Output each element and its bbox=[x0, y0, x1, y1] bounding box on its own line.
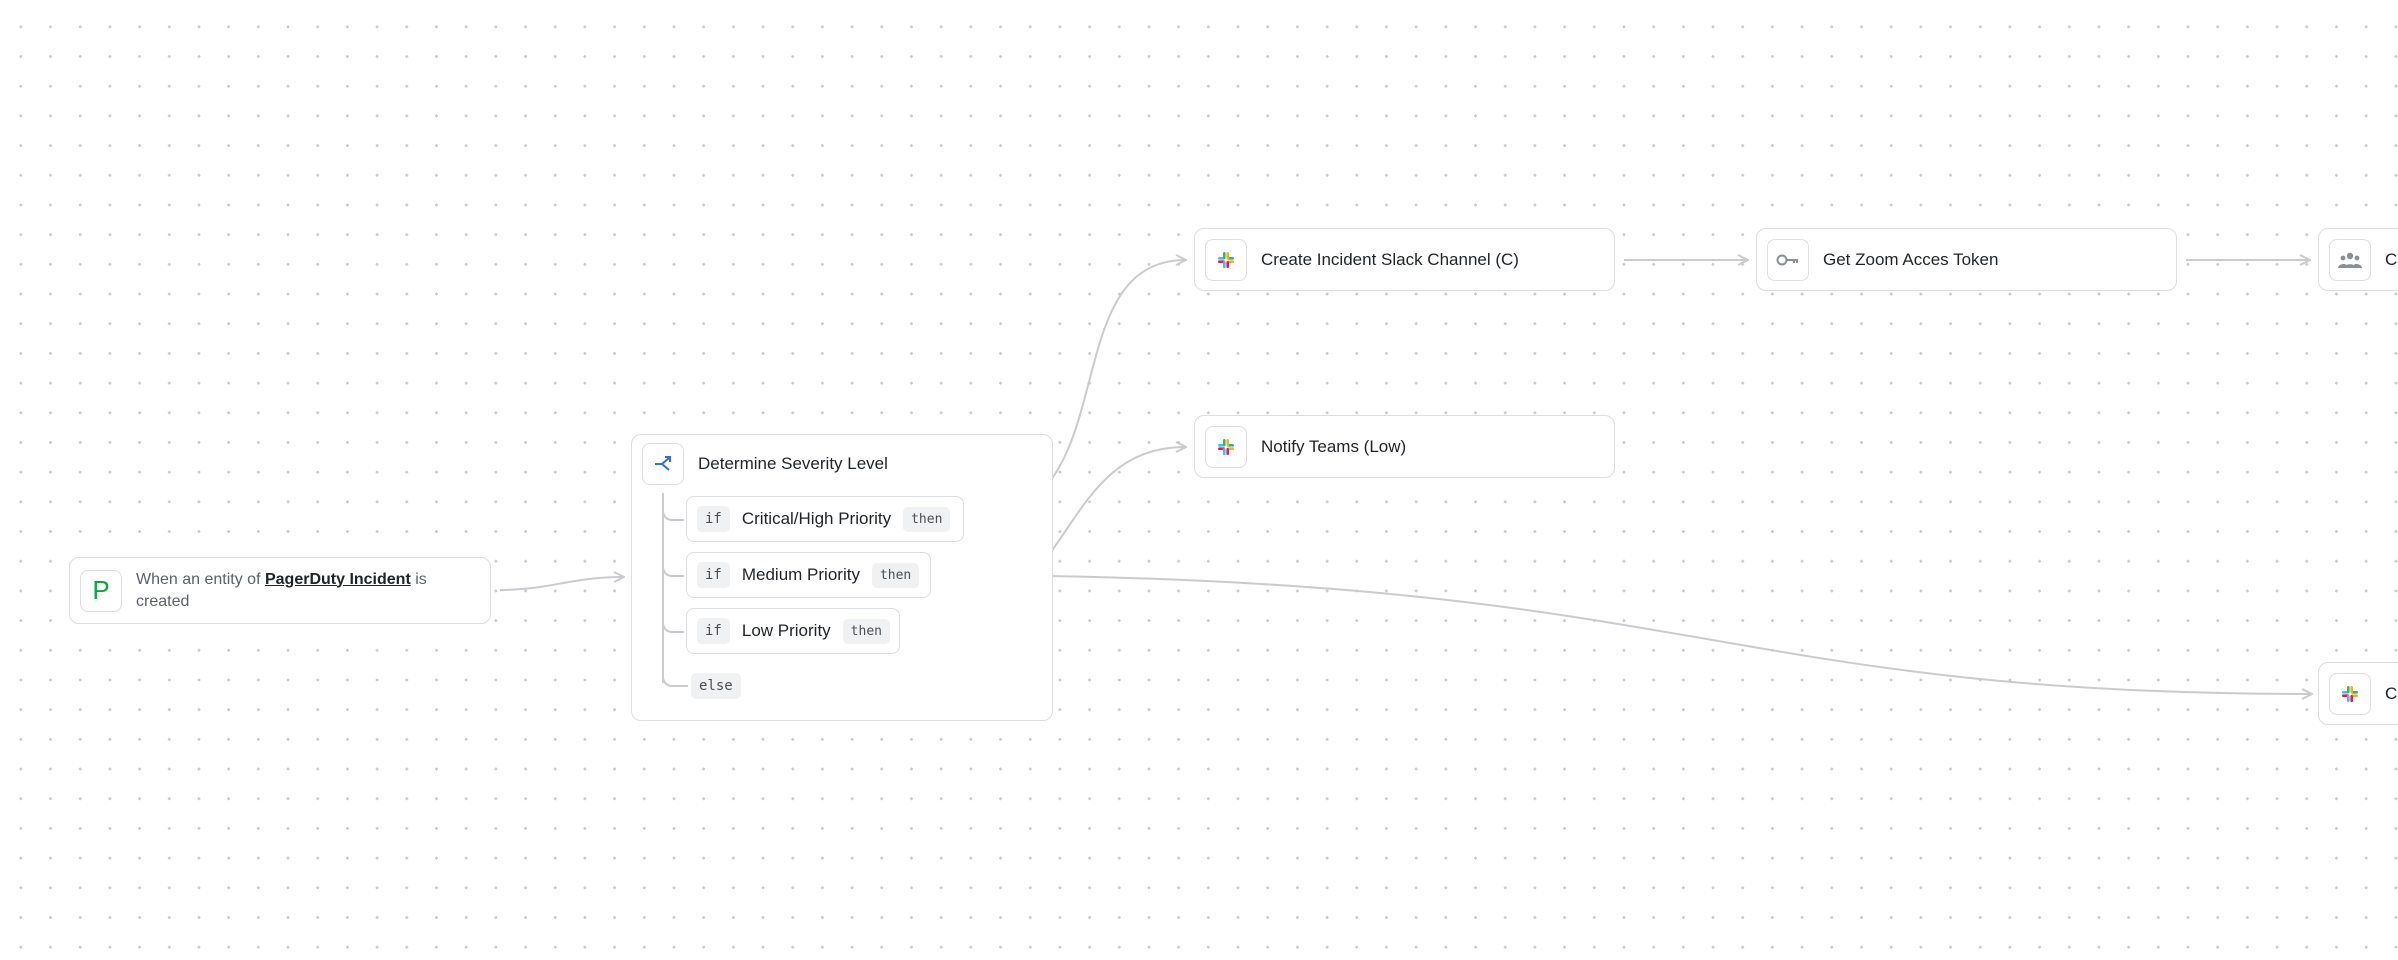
trigger-description: When an entity of PagerDuty Incident is … bbox=[136, 569, 427, 613]
action-label: Create Incident Slack Channel (C) bbox=[1261, 249, 1519, 269]
branch-title: Determine Severity Level bbox=[698, 454, 888, 473]
trigger-prefix: When an entity of bbox=[136, 570, 261, 588]
condition-label: Low Priority bbox=[741, 621, 831, 640]
branch-tree-tick-3 bbox=[662, 619, 684, 633]
trigger-entity-link[interactable]: PagerDuty Incident bbox=[264, 570, 411, 588]
slack-icon bbox=[2329, 672, 2371, 715]
edge-trigger-to-branch bbox=[499, 577, 624, 591]
trigger-suffix-1: is bbox=[415, 570, 427, 588]
action-label: Cr bbox=[2385, 249, 2398, 269]
branch-tree-line bbox=[662, 493, 664, 683]
condition-critical-high[interactable]: if Critical/High Priority then bbox=[686, 496, 964, 542]
users-icon bbox=[2329, 238, 2371, 281]
if-keyword: if bbox=[697, 618, 730, 644]
pagerduty-logo-glyph: P bbox=[92, 575, 110, 605]
key-icon bbox=[1767, 238, 1809, 281]
action-label: Notify Teams (Low) bbox=[1261, 436, 1407, 456]
branch-header: Determine Severity Level bbox=[642, 443, 888, 485]
trigger-node[interactable]: P When an entity of PagerDuty Incident i… bbox=[69, 557, 491, 624]
then-keyword: then bbox=[871, 562, 920, 588]
condition-label: Critical/High Priority bbox=[741, 509, 892, 528]
trigger-suffix-2: created bbox=[136, 592, 190, 610]
branch-node[interactable]: Determine Severity Level if Critical/Hig… bbox=[631, 434, 1053, 721]
pagerduty-icon: P bbox=[80, 569, 122, 612]
if-keyword: if bbox=[697, 506, 730, 532]
else-keyword[interactable]: else bbox=[691, 673, 741, 699]
slack-icon bbox=[1205, 238, 1247, 281]
slack-icon bbox=[1205, 425, 1247, 468]
action-create-slack-channel[interactable]: Create Incident Slack Channel (C) bbox=[1194, 228, 1615, 291]
branch-tree-tick-2 bbox=[662, 563, 684, 577]
action-get-zoom-token[interactable]: Get Zoom Acces Token bbox=[1756, 228, 2177, 291]
action-label: Cr bbox=[2385, 683, 2398, 703]
then-keyword: then bbox=[903, 506, 951, 532]
condition-label: Medium Priority bbox=[741, 565, 860, 584]
branch-icon bbox=[642, 443, 684, 485]
branch-tree-tick-else bbox=[662, 673, 688, 687]
condition-low[interactable]: if Low Priority then bbox=[686, 608, 900, 654]
edge-medium-to-create-bottom bbox=[933, 574, 2312, 694]
action-create-slack-partial[interactable]: Cr bbox=[2318, 662, 2398, 725]
then-keyword: then bbox=[842, 618, 890, 644]
action-notify-teams-low[interactable]: Notify Teams (Low) bbox=[1194, 415, 1615, 478]
action-create-meeting-partial[interactable]: Cr bbox=[2318, 228, 2398, 291]
condition-medium[interactable]: if Medium Priority then bbox=[686, 552, 931, 598]
action-label: Get Zoom Acces Token bbox=[1823, 249, 1999, 269]
branch-tree-tick-1 bbox=[662, 507, 684, 521]
if-keyword: if bbox=[697, 562, 730, 588]
